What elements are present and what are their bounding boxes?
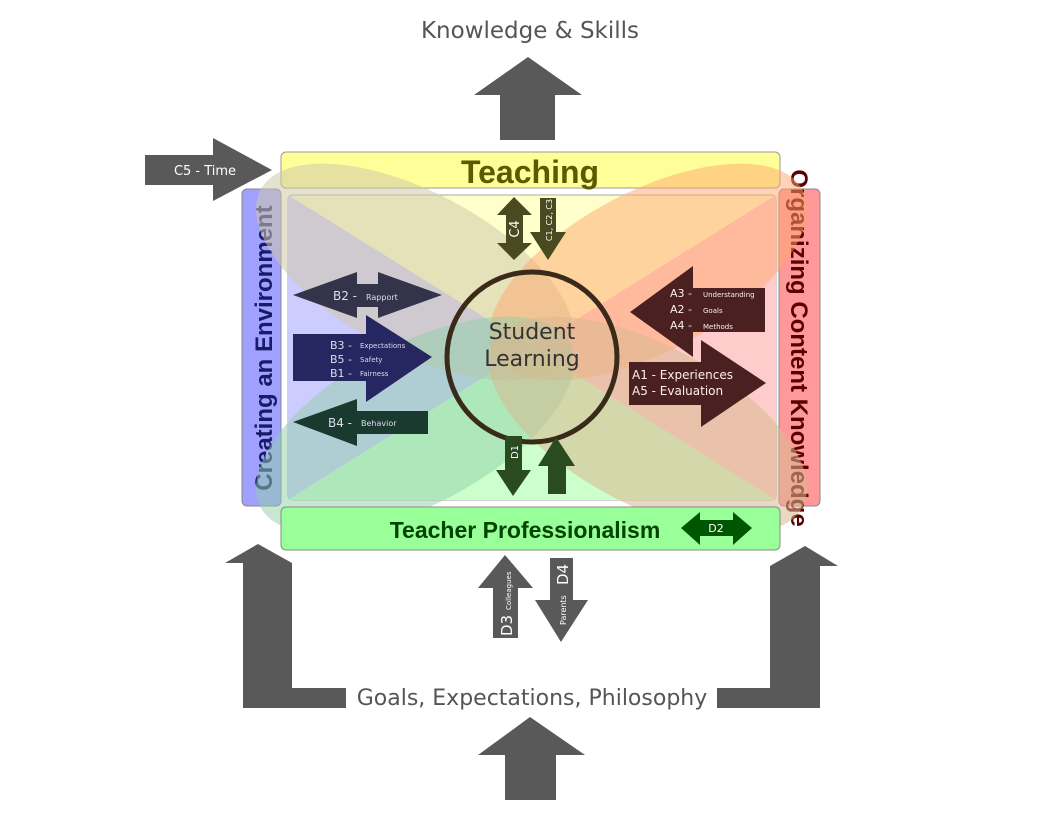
d1-label: D1: [510, 445, 521, 459]
b4-behavior-arrow: B4 - Behavior: [293, 399, 428, 446]
b2-code: B2 -: [333, 289, 357, 303]
d3-code: D3: [498, 615, 516, 636]
d4-code: D4: [554, 564, 572, 585]
c5-time-arrow: C5 - Time: [145, 138, 272, 201]
c123-label: C1, C2, C3: [545, 199, 554, 241]
knowledge-skills-label: Knowledge & Skills: [421, 18, 639, 44]
b5-code: B5 -: [330, 353, 352, 366]
right-l-arrow: [717, 546, 838, 708]
a4-code: A4 -: [670, 319, 692, 332]
a2-label: Goals: [703, 307, 723, 315]
b3-b5-b1-arrow: B3 - Expectations B5 - Safety B1 - Fairn…: [293, 315, 432, 402]
professionalism-label: Teacher Professionalism: [390, 517, 661, 543]
c5-label: C5 - Time: [174, 164, 236, 179]
b4-code: B4 -: [328, 416, 352, 430]
b3-code: B3 -: [330, 339, 352, 352]
teaching-bar: [280, 151, 781, 189]
up-arrow-from-professionalism: [538, 437, 575, 494]
a1-a5-arrow: A1 - Experiences A5 - Evaluation: [629, 340, 766, 427]
left-l-arrow: [225, 544, 346, 708]
d2-arrow: D2: [681, 512, 752, 545]
professionalism-bar: [280, 506, 781, 551]
bottom-up-arrow: [478, 717, 585, 800]
c4-arrow: C4: [497, 197, 532, 260]
b4-label: Behavior: [361, 419, 397, 428]
b1-code: B1 -: [330, 367, 352, 380]
goals-label: Goals, Expectations, Philosophy: [357, 686, 708, 711]
student-label: Student: [489, 320, 576, 345]
learning-label: Learning: [484, 347, 580, 372]
b2-label: Rapport: [366, 293, 398, 302]
d4-label: Parents: [559, 595, 568, 625]
a3-code: A3 -: [670, 287, 692, 300]
c1-c2-c3-arrow: C1, C2, C3: [530, 198, 566, 260]
d2-label: D2: [708, 522, 723, 535]
teaching-label: Teaching: [461, 154, 599, 190]
a3-a2-a4-arrow: A3 - Understanding A2 - Goals A4 - Metho…: [630, 266, 765, 357]
a3-label: Understanding: [703, 291, 755, 299]
d1-arrow: D1: [496, 436, 531, 496]
b5-label: Safety: [360, 356, 382, 364]
c4-label: C4: [508, 220, 523, 237]
d4-parents-arrow: Parents D4: [535, 558, 588, 642]
b3-label: Expectations: [360, 342, 406, 350]
up-arrow-knowledge: [474, 57, 582, 140]
a1-label: A1 - Experiences: [632, 368, 733, 382]
a5-label: A5 - Evaluation: [632, 384, 723, 398]
d3-colleagues-arrow: D3 Colleagues: [478, 555, 533, 638]
b2-rapport-arrow: B2 - Rapport: [293, 272, 442, 318]
b1-label: Fairness: [360, 370, 389, 378]
a4-label: Methods: [703, 323, 733, 331]
a2-code: A2 -: [670, 303, 692, 316]
student-learning-circle: [444, 269, 620, 445]
d3-label: Colleagues: [505, 571, 513, 610]
